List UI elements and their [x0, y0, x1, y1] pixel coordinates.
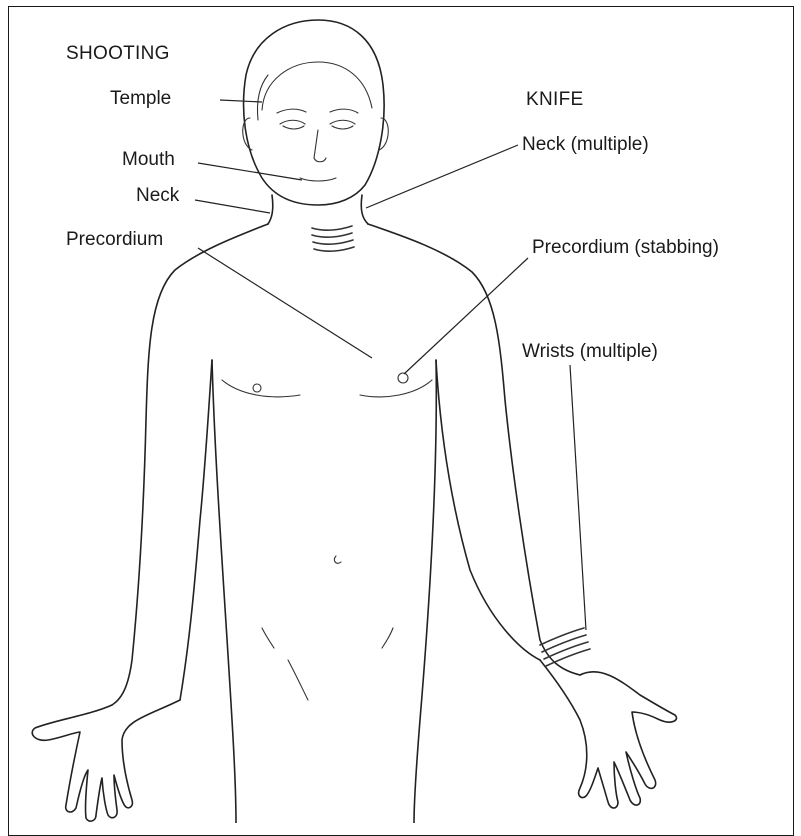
leader-precordium: [198, 248, 372, 358]
label-mouth: Mouth: [122, 150, 175, 169]
wrist-cut-marks: [540, 628, 590, 666]
neck-right: [361, 195, 368, 224]
left-hand: [32, 700, 180, 821]
navel: [334, 556, 341, 563]
leader-mouth: [198, 163, 302, 180]
torso-right-side: [414, 360, 436, 823]
neck-left: [268, 195, 273, 224]
right-chest-line: [360, 380, 432, 397]
label-temple: Temple: [110, 89, 171, 108]
right-eye: [330, 120, 355, 129]
nose: [314, 130, 326, 162]
left-ear: [243, 118, 252, 150]
neck-cut-marks: [312, 226, 354, 251]
head-outline: [244, 20, 385, 205]
knife-heading: KNIFE: [526, 90, 583, 109]
leader-knife-precordium: [404, 258, 528, 374]
left-inner-arm: [180, 360, 212, 700]
hair-line: [262, 62, 372, 110]
label-neck: Neck: [136, 186, 179, 205]
torso-right-outline: [368, 224, 580, 675]
leader-neck: [195, 200, 270, 213]
label-knife-precordium: Precordium (stabbing): [532, 238, 719, 257]
torso-left-side: [212, 360, 236, 823]
leader-wrists: [570, 365, 586, 630]
left-eye: [280, 120, 305, 129]
right-inner-arm: [436, 360, 540, 660]
label-precordium: Precordium: [66, 230, 163, 249]
leader-temple: [220, 100, 262, 102]
right-hand: [540, 660, 677, 808]
label-wrists: Wrists (multiple): [522, 342, 658, 361]
mouth: [300, 178, 336, 181]
label-knife-neck: Neck (multiple): [522, 135, 649, 154]
leader-knife-neck: [366, 145, 518, 208]
shooting-heading: SHOOTING: [66, 44, 170, 63]
right-nipple: [398, 373, 408, 383]
left-nipple: [253, 384, 261, 392]
